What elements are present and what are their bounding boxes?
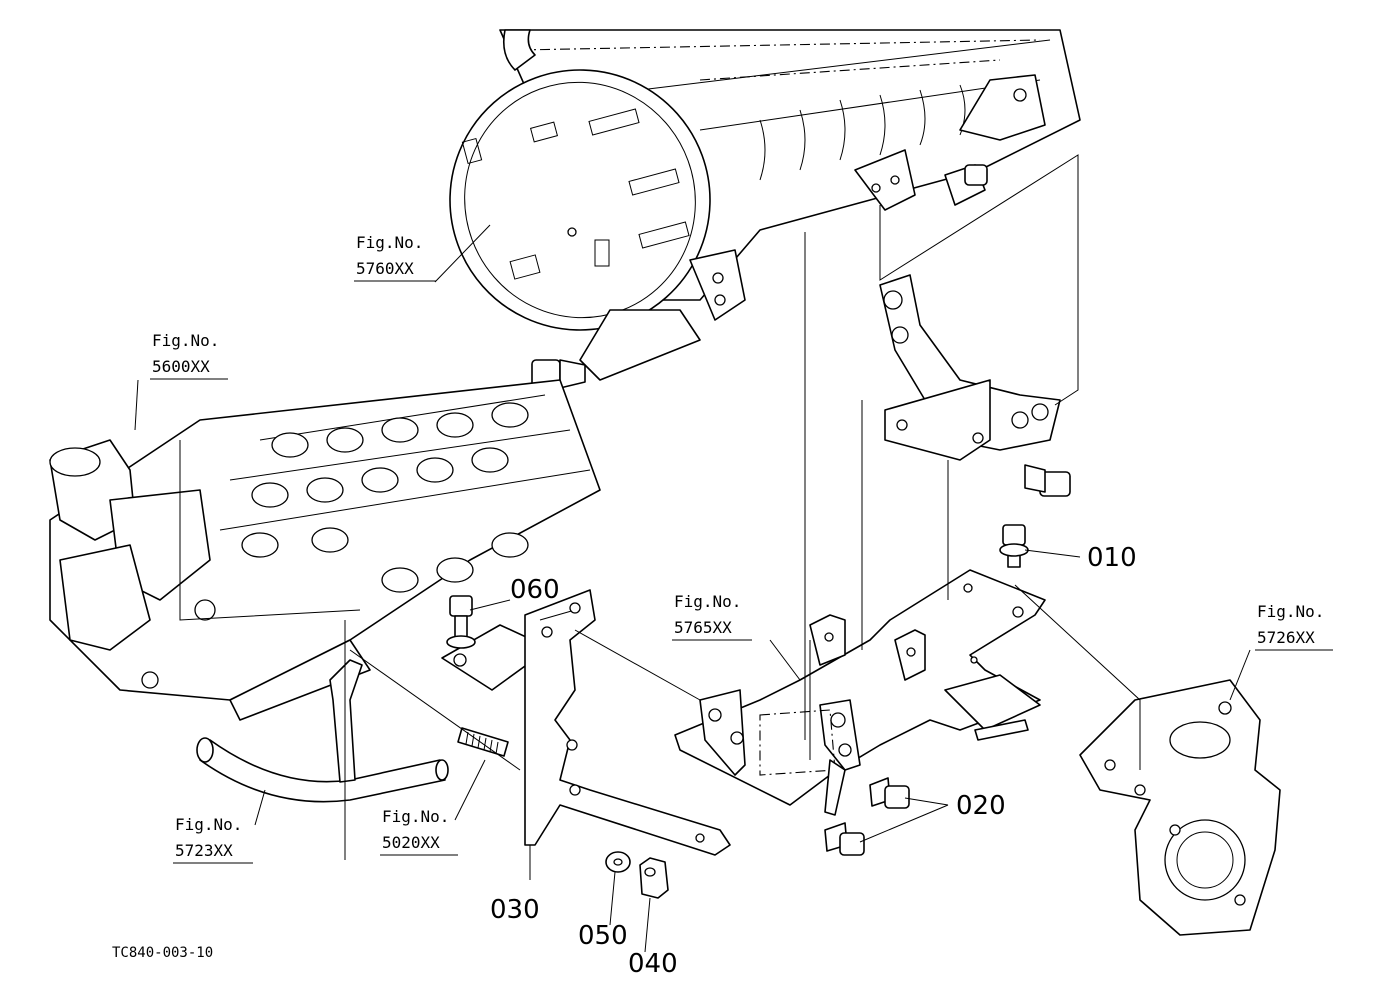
fig-ref-code: 5760XX (356, 259, 414, 278)
muffler-assembly (449, 29, 1081, 389)
bracket-030 (524, 589, 731, 856)
part-number-060: 060 (510, 575, 560, 605)
fig-ref-code: 5723XX (175, 841, 233, 860)
stud-bolt (457, 727, 509, 757)
fig-ref-5726XX: Fig.No. 5726XX (1255, 602, 1333, 651)
fig-ref-5760XX: Fig.No. 5760XX (354, 233, 436, 282)
turbocharger (1079, 679, 1281, 936)
fig-ref-code: 5020XX (382, 833, 440, 852)
fig-ref-prefix: Fig.No. (152, 331, 219, 350)
fig-ref-prefix: Fig.No. (1257, 602, 1324, 621)
fig-ref-5600XX: Fig.No. 5600XX (150, 331, 228, 380)
main-bracket-base (674, 569, 1046, 816)
plate-060 (441, 595, 551, 691)
bolt-020-a (869, 777, 910, 809)
fig-ref-code: 5600XX (152, 357, 210, 376)
part-number-030: 030 (490, 895, 540, 925)
fig-ref-code: 5726XX (1257, 628, 1315, 647)
washer-050 (605, 851, 631, 873)
part-number-010: 010 (1087, 543, 1137, 573)
fig-ref-prefix: Fig.No. (382, 807, 449, 826)
part-number-050: 050 (578, 921, 628, 951)
fig-ref-5723XX: Fig.No. 5723XX (173, 815, 253, 864)
leader-lines (134, 154, 1251, 953)
nut-040 (639, 857, 669, 899)
fig-ref-5765XX: Fig.No. 5765XX (672, 592, 752, 641)
fig-ref-5020XX: Fig.No. 5020XX (380, 807, 458, 856)
bolt-020-b (824, 822, 865, 856)
part-number-020: 020 (956, 791, 1006, 821)
part-number-040: 040 (628, 949, 678, 979)
fig-ref-prefix: Fig.No. (356, 233, 423, 252)
fig-ref-code: 5765XX (674, 618, 732, 637)
bolt-010 (999, 524, 1029, 568)
fig-ref-prefix: Fig.No. (175, 815, 242, 834)
water-hose (196, 659, 449, 803)
drawing-code: TC840-003-10 (112, 945, 213, 961)
upper-bracket (879, 274, 1071, 497)
fig-ref-prefix: Fig.No. (674, 592, 741, 611)
